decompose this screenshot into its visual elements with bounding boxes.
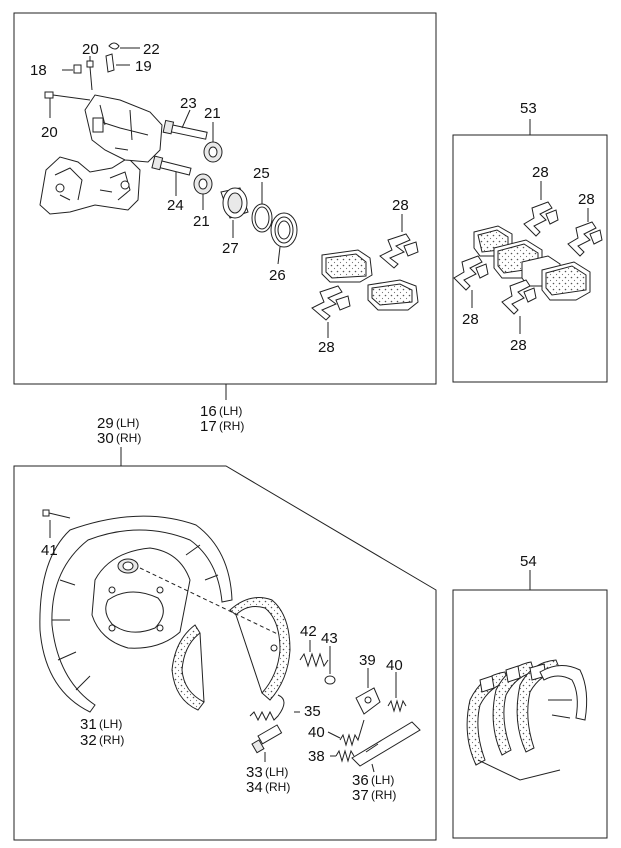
callout-27: 27: [222, 240, 239, 257]
callout-43: 43: [321, 630, 338, 647]
callout-40-upper: 40: [386, 657, 403, 674]
callout-21-upper: 21: [204, 105, 221, 122]
spring-38: [330, 749, 355, 763]
callout-36-side: (LH): [371, 773, 394, 787]
callout-31: 31: [80, 716, 97, 733]
callout-16-side: (LH): [219, 404, 242, 418]
callout-54: 54: [520, 553, 537, 570]
strut-36: [351, 721, 421, 773]
spring-40-upper: [387, 672, 407, 713]
callout-41: 41: [41, 542, 58, 559]
callout-21-lower: 21: [193, 213, 210, 230]
callout-28-kit-c: 28: [462, 311, 479, 328]
pad-clip-lower: [311, 285, 351, 338]
seal-25: [251, 182, 273, 233]
bolt-20-lower: [44, 91, 91, 118]
bleeder-screw: [105, 53, 115, 73]
kit-pad-4: [541, 261, 591, 301]
callout-18: 18: [30, 62, 47, 79]
callout-39: 39: [359, 652, 376, 669]
callout-32-side: (RH): [99, 733, 124, 747]
kit-shoe-4: [539, 665, 588, 721]
lever-39: [355, 668, 381, 715]
caliper-bracket: [39, 156, 141, 215]
bleeder-cap: [73, 64, 82, 74]
callout-26: 26: [269, 267, 286, 284]
callout-53: 53: [520, 100, 537, 117]
callout-17-side: (RH): [219, 419, 244, 433]
backing-plate: [91, 547, 191, 649]
callout-37: 37: [352, 787, 369, 804]
callout-36: 36: [352, 772, 369, 789]
clip-22: [108, 42, 120, 50]
callout-35: 35: [304, 703, 321, 720]
callout-25: 25: [253, 165, 270, 182]
boot-21-lower: [193, 173, 213, 210]
callout-19: 19: [135, 58, 152, 75]
dust-shield: [39, 515, 233, 713]
callout-28-kit-b: 28: [578, 191, 595, 208]
brake-pad-lower: [367, 279, 419, 311]
callout-16: 16: [200, 403, 217, 420]
kit-clip-1: [523, 181, 559, 237]
callout-17: 17: [200, 418, 217, 435]
parking-shoe-front: [229, 597, 291, 701]
callout-28-kit-a: 28: [532, 164, 549, 181]
callout-28-lower: 28: [318, 339, 335, 356]
callout-38: 38: [308, 748, 325, 765]
callout-30-side: (RH): [116, 431, 141, 445]
washer-43: [324, 646, 336, 685]
parking-shoe-rear: [171, 624, 205, 711]
spring-40-lower: [339, 719, 365, 747]
callout-33: 33: [246, 764, 263, 781]
callout-29-side: (LH): [116, 416, 139, 430]
guide-pin-23: [162, 109, 208, 140]
caliper-assembly-frame: [13, 12, 437, 385]
kit-shoe-1: [466, 671, 509, 766]
dust-boot-26: [270, 212, 298, 265]
kit-shoe-2: [492, 661, 535, 756]
kit-clip-2: [567, 208, 603, 257]
callout-22: 22: [143, 41, 160, 58]
callout-34: 34: [246, 779, 263, 796]
callout-20-upper: 20: [82, 41, 99, 58]
callout-28-kit-d: 28: [510, 337, 527, 354]
shoe-web: [199, 614, 263, 703]
kit-shoe-frame-line: [477, 759, 561, 781]
callout-32: 32: [80, 732, 97, 749]
return-spring-35: [249, 694, 300, 722]
parking-brake-frame: [13, 465, 437, 841]
callout-29: 29: [97, 415, 114, 432]
callout-33-side: (LH): [265, 765, 288, 779]
piston-27: [220, 187, 249, 238]
adjuster-33: [251, 724, 283, 762]
callout-20-lower: 20: [41, 124, 58, 141]
callout-28-upper: 28: [392, 197, 409, 214]
kit-clip-4: [501, 279, 537, 334]
callout-31-side: (LH): [99, 717, 122, 731]
pad-clip-upper: [379, 214, 419, 269]
callout-23: 23: [180, 95, 197, 112]
guide-pin-24: [151, 155, 192, 196]
brake-pad-upper: [321, 249, 373, 283]
callout-24: 24: [167, 197, 184, 214]
bolt-41: [42, 509, 71, 538]
bolt-20-upper: [86, 56, 94, 91]
callout-30: 30: [97, 430, 114, 447]
callout-37-side: (RH): [371, 788, 396, 802]
kit-clip-3: [453, 255, 489, 308]
boot-21-upper: [203, 122, 223, 163]
callout-40-lower: 40: [308, 724, 325, 741]
callout-34-side: (RH): [265, 780, 290, 794]
spring-42: [299, 640, 329, 668]
callout-42: 42: [300, 623, 317, 640]
